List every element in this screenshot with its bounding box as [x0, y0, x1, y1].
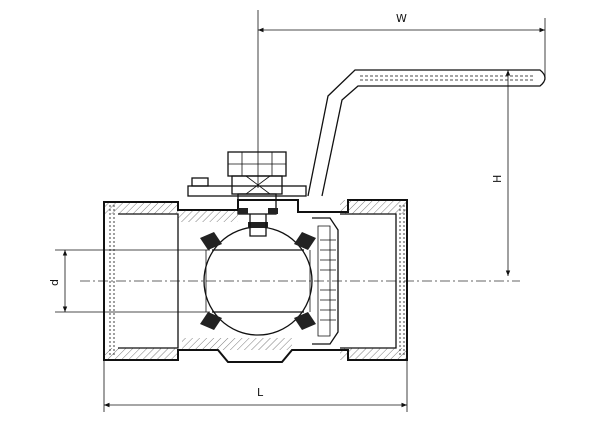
seats	[200, 208, 316, 330]
stem-nut	[187, 151, 307, 215]
valve-body	[103, 199, 408, 363]
dimension-d: d	[48, 249, 210, 313]
dimension-h: H	[358, 69, 520, 276]
dimension-l-label: L	[257, 386, 264, 399]
dimension-d-label: d	[48, 279, 61, 286]
dimension-w-label: W	[396, 12, 407, 25]
dimension-w: W	[257, 10, 546, 188]
dimension-h-label: H	[491, 175, 504, 183]
lever-handle	[307, 69, 546, 197]
valve-stem	[249, 214, 267, 237]
